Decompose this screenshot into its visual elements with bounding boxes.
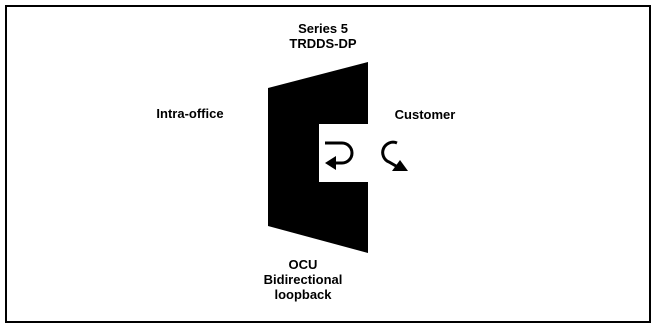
device-title-line1: Series 5 <box>298 21 348 36</box>
loopback-caption: OCU Bidirectional loopback <box>258 257 348 302</box>
trapezoid-unit-icon <box>268 62 368 253</box>
loopback-caption-line1: OCU <box>288 257 318 272</box>
loopback-window <box>319 124 368 182</box>
loopback-arrow-right-icon <box>381 140 408 171</box>
intra-office-label: Intra-office <box>156 106 224 121</box>
device-title-line2: TRDDS-DP <box>289 36 357 51</box>
loopback-caption-line3: loopback <box>274 287 332 302</box>
device-title: Series 5 TRDDS-DP <box>268 21 378 51</box>
loopback-caption-line2: Bidirectional <box>263 272 343 287</box>
customer-label: Customer <box>394 107 456 122</box>
loopback-arrow-left-icon <box>325 141 354 170</box>
